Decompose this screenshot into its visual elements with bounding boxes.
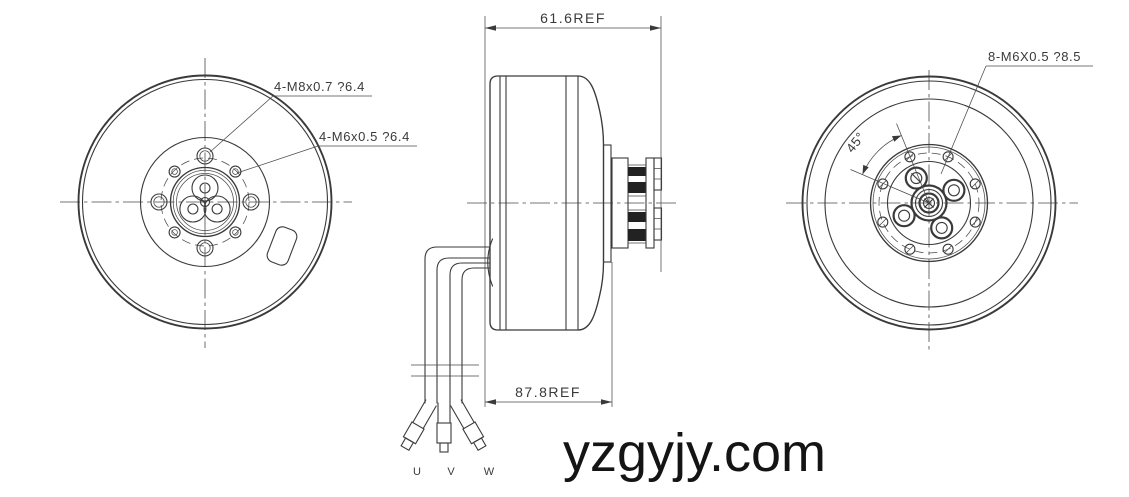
front-outer-rim-inner	[81, 78, 329, 326]
shaft-nut-lower	[653, 207, 663, 241]
terminal-w	[450, 399, 487, 452]
wire-grommet	[487, 238, 494, 287]
front-m8-holes	[150, 147, 260, 257]
shaft-plate-1	[602, 144, 612, 263]
front-rotor-holes	[179, 174, 231, 223]
wire-label-u: U	[413, 466, 421, 478]
rear-view: 45° 8-M6X0.5 ?8.5	[786, 49, 1093, 350]
front-hub-flange	[169, 166, 241, 238]
rear-bolt-circle	[878, 152, 980, 254]
front-m6-callout: 4-M6x0.5 ?6.4	[236, 129, 417, 174]
angle-label: 45°	[843, 129, 868, 155]
rear-m6-holes	[877, 151, 981, 255]
front-m8-callout: 4-M8x0.7 ?6.4	[209, 79, 372, 153]
dim-bottom-label: 87.8REF	[515, 384, 581, 400]
dim-top: 61.6REF	[484, 10, 662, 407]
rear-socket-screws	[892, 166, 966, 240]
rear-outer-rim-inner	[806, 80, 1052, 326]
shaft-nut-upper	[653, 157, 663, 191]
front-outer-rim	[77, 74, 333, 330]
front-mid-circle	[139, 136, 271, 268]
rear-m6-callout: 8-M6X0.5 ?8.5	[940, 49, 1093, 175]
wire-break-marks	[411, 364, 479, 377]
watermark-text: yzgyjy.com	[563, 423, 826, 483]
side-view: 61.6REF 87.8REF	[400, 10, 680, 478]
dim-bottom: 87.8REF	[485, 262, 613, 407]
rear-outer-rim	[801, 75, 1057, 331]
rear-shaft-center	[910, 184, 948, 222]
rear-hub-flange	[869, 143, 989, 263]
front-m6-label: 4-M6x0.5 ?6.4	[319, 129, 410, 144]
rear-inner-circle	[824, 98, 1034, 308]
front-slot	[266, 226, 298, 266]
rear-centerlines	[786, 70, 1078, 350]
phase-wires: U V W	[400, 246, 495, 478]
terminal-v	[436, 402, 452, 453]
rear-m6-label: 8-M6X0.5 ?8.5	[988, 49, 1081, 64]
shaft-plate-2	[645, 157, 655, 249]
terminal-u	[400, 399, 437, 452]
wire-label-w: W	[484, 466, 495, 478]
side-shaft-assembly	[602, 144, 663, 263]
shaft-block	[611, 157, 629, 249]
front-m8-label: 4-M8x0.7 ?6.4	[274, 79, 365, 94]
front-bolt-circle	[160, 157, 250, 247]
front-view: 4-M8x0.7 ?6.4 4-M6x0.5 ?6.4	[60, 58, 417, 348]
dim-top-label: 61.6REF	[540, 10, 606, 26]
wire-label-v: V	[447, 466, 455, 478]
